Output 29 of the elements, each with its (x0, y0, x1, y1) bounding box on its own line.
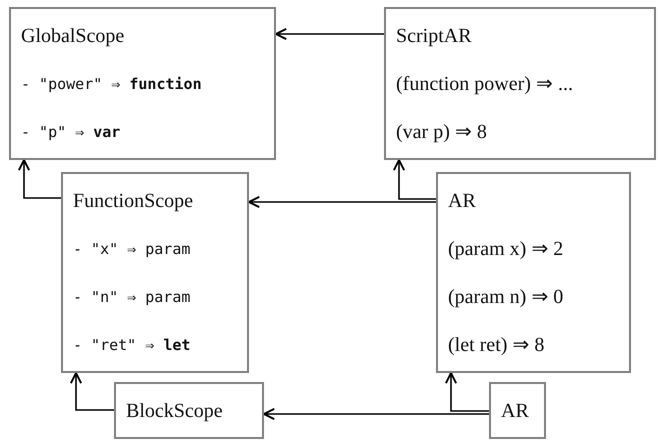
box-title: ScriptAR (396, 24, 473, 49)
arrow (444, 372, 489, 412)
entry-text: (let ret) ⇒ 8 (448, 333, 546, 358)
entry-text: - "p" ⇒ var (21, 122, 122, 143)
arrow (275, 28, 384, 40)
entry-text: (param x) ⇒ 2 (448, 237, 564, 262)
box-title: BlockScope (126, 398, 223, 424)
box-title: AR (448, 189, 477, 214)
scope-box (114, 382, 264, 439)
scope-box (436, 172, 631, 373)
entry-text: - "n" ⇒ param (73, 286, 192, 308)
arrow (263, 408, 489, 420)
entry-text: - "ret" ⇒ let (73, 334, 192, 356)
entry-text: (function power) ⇒ ... (396, 72, 574, 97)
scope-box (61, 172, 249, 373)
arrow (248, 196, 436, 208)
scope-box (489, 382, 546, 439)
entry-text: - "x" ⇒ param (73, 238, 192, 260)
arrow (392, 159, 436, 200)
scope-box (384, 7, 656, 160)
arrow (70, 372, 114, 411)
entry-text: (var p) ⇒ 8 (396, 120, 488, 145)
box-title: AR (501, 398, 529, 424)
entry-text: (param n) ⇒ 0 (448, 285, 564, 310)
box-title: GlobalScope (21, 24, 126, 49)
arrow (18, 159, 61, 199)
box-title: FunctionScope (73, 189, 194, 214)
scope-box (9, 7, 276, 160)
entry-text: - "power" ⇒ function (21, 74, 203, 95)
